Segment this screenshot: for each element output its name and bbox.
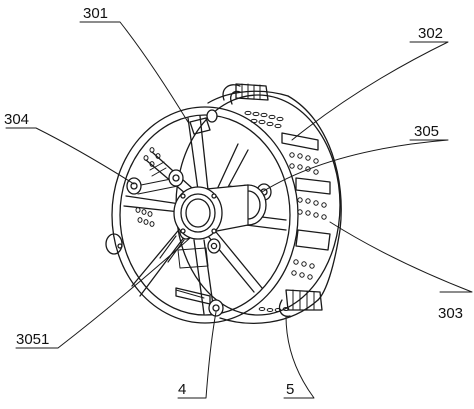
reference-labels: 301 302 304 305 3051 303 4 5 (4, 5, 463, 398)
drum-shell-side (287, 95, 342, 301)
front-ring-outer (111, 106, 299, 324)
pivot-joints (126, 109, 272, 317)
ref-label-305: 305 (414, 123, 439, 140)
drum-shell-bottom-edge (219, 299, 319, 324)
pivot-ring-bottom (208, 299, 224, 317)
front-ring (111, 106, 299, 324)
leader-301 (79, 21, 189, 123)
slot-window-bottom (175, 287, 211, 305)
inner-cross-bars (149, 161, 209, 299)
bottom-spring-clip (278, 289, 323, 317)
spoke-left (123, 195, 181, 213)
top-coil-spring (235, 83, 269, 101)
leader-304 (5, 127, 135, 185)
ref-label-302: 302 (418, 25, 443, 42)
ref-label-301: 301 (83, 5, 108, 22)
leader-303 (329, 221, 473, 293)
bottom-coil-spring (285, 289, 323, 311)
ref-label-3051: 3051 (16, 331, 49, 348)
top-spring-clip (222, 83, 269, 105)
central-hub (173, 184, 267, 240)
leader-5 (283, 315, 315, 399)
pivot-upper (168, 169, 184, 187)
ref-label-5: 5 (286, 381, 294, 398)
leader-305 (261, 139, 449, 193)
shell-slot-windows (175, 117, 331, 305)
perforation-row-low (258, 259, 315, 312)
slot-window-lower (295, 229, 331, 251)
leader-302 (291, 41, 449, 141)
drum-shell-top-edge (207, 90, 289, 104)
ref-label-304: 304 (4, 111, 29, 128)
spokes (123, 115, 287, 315)
pivot-ring-top (206, 109, 218, 123)
top-clip-hook (222, 84, 241, 105)
spoke-down (193, 239, 215, 315)
pivot-hub-bottom (207, 238, 221, 254)
spoke-up (187, 115, 209, 191)
perforation-row-mid (289, 152, 327, 220)
link-rod-lower (159, 235, 185, 263)
ref-label-303: 303 (438, 305, 463, 322)
slot-window-upper (281, 132, 319, 151)
perforation-row-top (244, 110, 284, 129)
leader-4 (177, 311, 217, 399)
spoke-down-left (131, 225, 189, 297)
ref-label-4: 4 (178, 381, 186, 398)
front-ring-inner (119, 114, 291, 316)
bottom-clip-hook (278, 299, 291, 317)
spoke-up-left (145, 151, 193, 195)
slot-window-middle (295, 177, 331, 195)
leader-3051 (15, 237, 191, 349)
hub-front-bore-inner (185, 198, 211, 228)
reference-leaders (5, 21, 473, 399)
left-clip-ring (105, 233, 123, 255)
left-side-clip (105, 233, 123, 255)
